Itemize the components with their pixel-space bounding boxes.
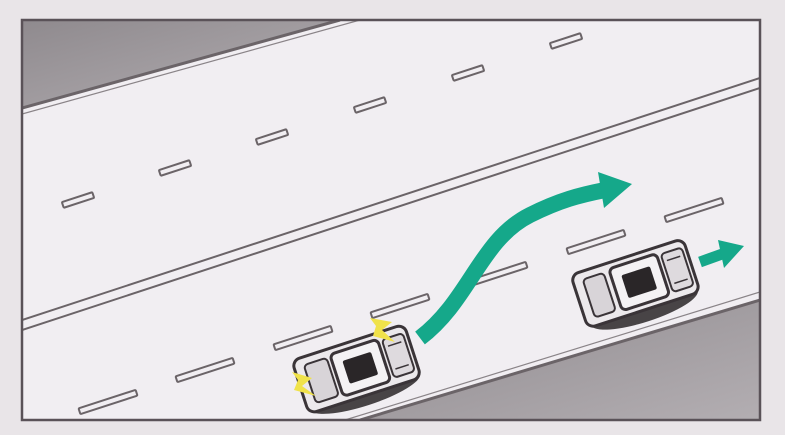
lane-change-diagram [0, 0, 785, 435]
